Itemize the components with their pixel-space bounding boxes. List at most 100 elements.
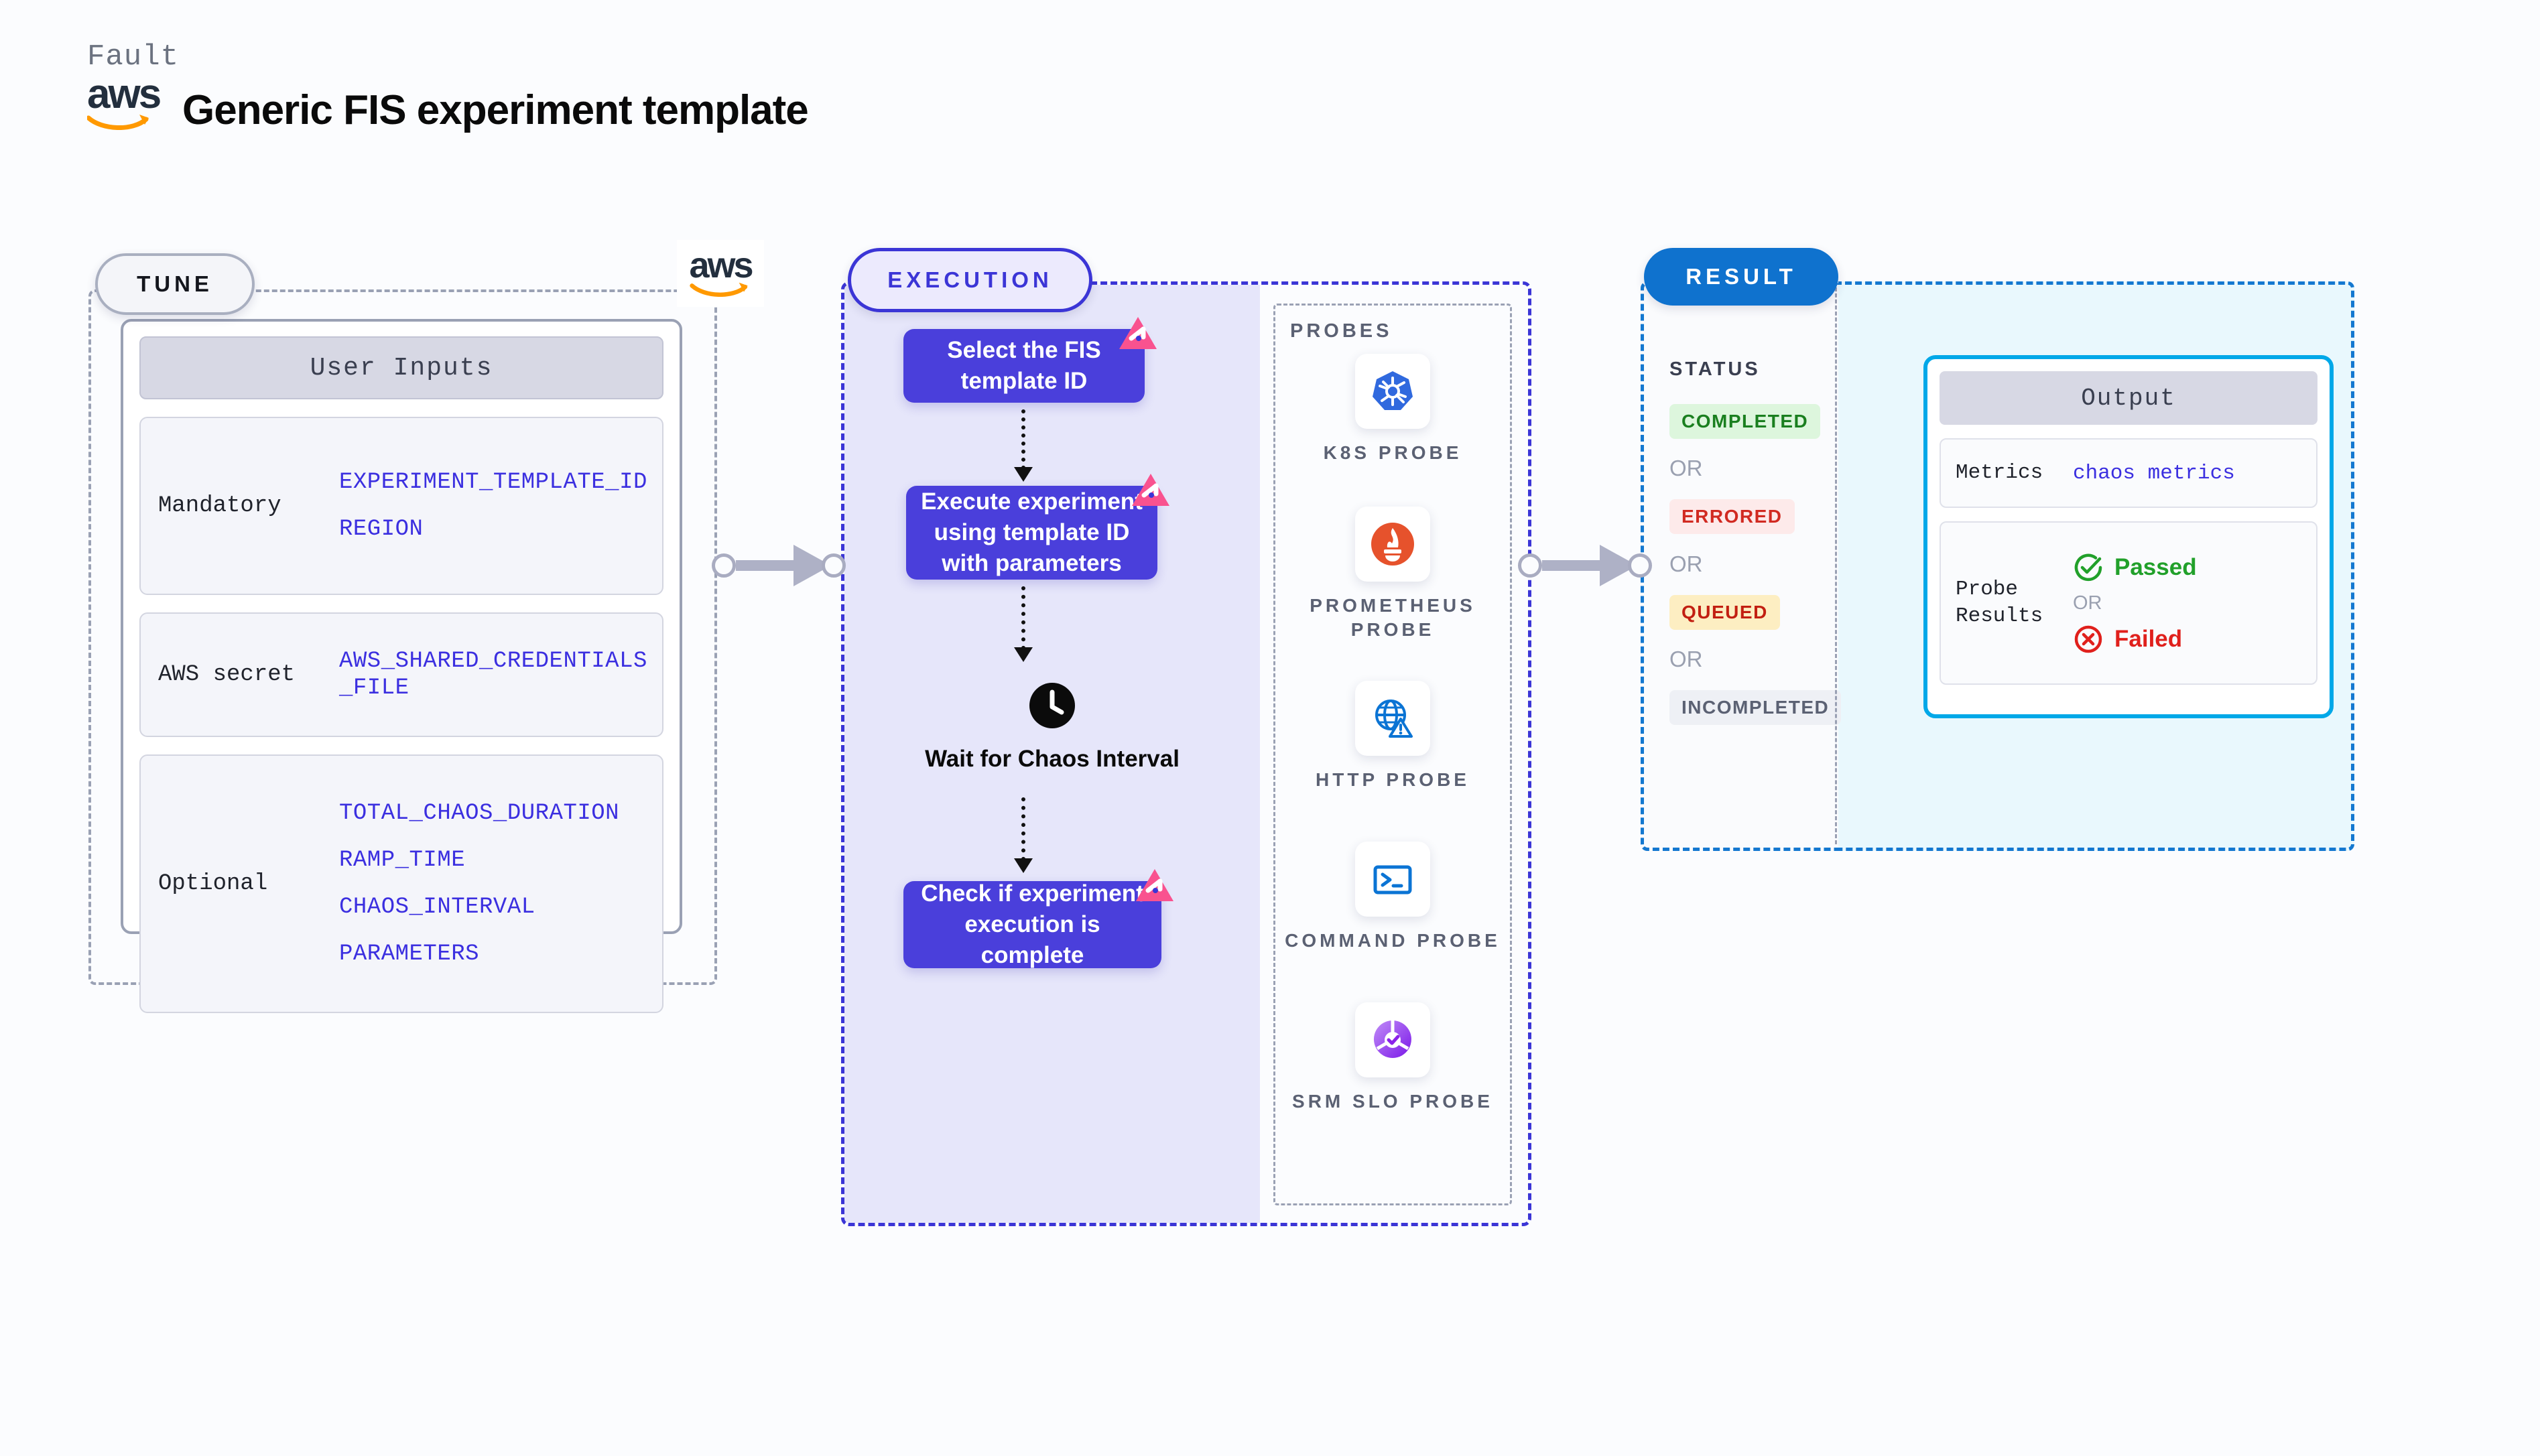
- probe-label: PROMETHEUS PROBE: [1310, 595, 1476, 640]
- input-group-label: Mandatory: [158, 493, 281, 519]
- flow-node-select-template[interactable]: Select the FIS template ID: [903, 317, 1157, 403]
- output-row-probe-results: Probe Results Passed OR Failed: [1940, 521, 2317, 685]
- execution-flow-background: [844, 285, 1260, 1223]
- connector-start-dot: [712, 553, 736, 578]
- flow-node-label: Select the FIS template ID: [947, 337, 1101, 394]
- aws-logo-icon: aws: [87, 74, 168, 131]
- input-group-label: AWS secret: [158, 662, 296, 687]
- kubernetes-icon: [1373, 371, 1413, 410]
- flow-node-execute-experiment[interactable]: Execute experiment using template ID wit…: [906, 474, 1169, 580]
- input-var: TOTAL_CHAOS_DURATION: [339, 801, 620, 826]
- status-or-3: OR: [1669, 647, 1703, 671]
- status-badge-label: QUEUED: [1681, 602, 1768, 622]
- output-metrics-value: chaos metrics: [2073, 461, 2235, 485]
- input-group-mandatory: Mandatory EXPERIMENT_TEMPLATE_ID REGION: [139, 417, 663, 595]
- user-inputs-title: User Inputs: [310, 353, 493, 383]
- aws-badge-smile-icon: [690, 282, 748, 297]
- chaos-badge-icon: [1136, 869, 1173, 901]
- input-var: PARAMETERS: [339, 941, 480, 967]
- probe-tile: [1355, 507, 1430, 582]
- status-badge-label: INCOMPLETED: [1681, 697, 1830, 718]
- connector-line: [1542, 560, 1600, 571]
- flow-arrow-3: [1021, 797, 1029, 861]
- page-title: Generic FIS experiment template: [182, 87, 809, 133]
- status-or-2: OR: [1669, 551, 1703, 576]
- status-badge-completed: COMPLETED: [1669, 404, 1821, 439]
- probe-item-command[interactable]: COMMAND PROBE: [1275, 842, 1510, 953]
- probe-label: SRM SLO PROBE: [1292, 1091, 1493, 1112]
- chaos-badge-icon: [1132, 474, 1169, 506]
- http-globe-icon: [1375, 700, 1413, 738]
- flow-arrow-1: [1021, 409, 1029, 470]
- srm-slo-icon: [1373, 1020, 1411, 1058]
- input-group-label: Optional: [158, 871, 268, 897]
- probe-item-http[interactable]: HTTP PROBE: [1275, 681, 1510, 792]
- probe-result-passed: Passed: [2073, 552, 2197, 583]
- flow-node-label: Check if experiment execution is complet…: [921, 880, 1144, 968]
- result-column-divider: [1835, 281, 1837, 844]
- execution-stage-label: EXECUTION: [887, 267, 1053, 292]
- flow-node-check-complete[interactable]: Check if experiment execution is complet…: [903, 869, 1173, 968]
- execution-stage-pill[interactable]: EXECUTION: [848, 248, 1092, 312]
- tune-stage-panel: User Inputs Mandatory EXPERIMENT_TEMPLAT…: [88, 289, 717, 1013]
- probe-label: K8S PROBE: [1323, 442, 1462, 463]
- output-row-metrics: Metrics chaos metrics: [1940, 438, 2317, 508]
- probe-tile: [1355, 1002, 1430, 1077]
- input-var: REGION: [339, 517, 424, 542]
- probe-tile: [1355, 354, 1430, 429]
- probe-result-failed: Failed: [2073, 624, 2197, 655]
- result-stage-pill[interactable]: RESULT: [1644, 248, 1838, 306]
- status-badge-incompleted: INCOMPLETED: [1669, 690, 1842, 725]
- tune-stage-label: TUNE: [137, 271, 213, 296]
- status-badge-label: COMPLETED: [1681, 411, 1809, 432]
- output-row-label: Metrics: [1956, 461, 2043, 484]
- status-badge-errored: ERRORED: [1669, 499, 1795, 534]
- input-var: CHAOS_INTERVAL: [339, 895, 535, 920]
- page-header: Fault aws Generic FIS experiment templat…: [87, 40, 809, 133]
- prometheus-icon: [1371, 523, 1414, 566]
- connector-start-dot: [1518, 553, 1542, 578]
- wait-step-label: Wait for Chaos Interval: [925, 746, 1180, 772]
- status-column-title: STATUS: [1669, 358, 1761, 380]
- connector-execution-to-result: [1518, 545, 1652, 586]
- flow-arrow-2: [1021, 586, 1029, 650]
- chaos-badge-icon: [1119, 317, 1157, 349]
- status-badge-queued: QUEUED: [1669, 595, 1780, 630]
- x-circle-icon: [2074, 625, 2102, 653]
- flow-node-wait-chaos-interval: Wait for Chaos Interval: [844, 680, 1260, 775]
- probe-item-k8s[interactable]: K8S PROBE: [1275, 354, 1510, 465]
- output-card-title: Output: [2081, 384, 2176, 412]
- probe-tile: [1355, 842, 1430, 917]
- clock-icon: [1029, 683, 1075, 728]
- probe-label: COMMAND PROBE: [1285, 930, 1501, 951]
- probes-title: PROBES: [1290, 320, 1393, 342]
- input-var: RAMP_TIME: [339, 848, 466, 873]
- aws-badge-wordmark: aws: [689, 245, 753, 285]
- result-stage-label: RESULT: [1686, 264, 1797, 289]
- probe-result-passed-label: Passed: [2114, 553, 2197, 580]
- flow-arrow-head-3: [1014, 858, 1033, 873]
- check-circle-icon: [2074, 553, 2102, 581]
- output-card: Output Metrics chaos metrics Probe Resul…: [1923, 355, 2334, 718]
- probe-item-prometheus[interactable]: PROMETHEUS PROBE: [1275, 507, 1510, 642]
- input-var: EXPERIMENT_TEMPLATE_ID: [339, 470, 647, 495]
- execution-stage-panel: Select the FIS template ID Execute exper…: [841, 281, 1531, 1226]
- output-row-label: Probe Results: [1956, 578, 2043, 628]
- user-inputs-header: User Inputs: [139, 336, 663, 399]
- connector-tune-to-execution: [712, 545, 846, 586]
- probe-result-failed-label: Failed: [2114, 625, 2183, 652]
- input-var: AWS_SHARED_CREDENTIALS_FILE: [339, 649, 647, 701]
- probes-column: PROBES K8S PROBE: [1273, 304, 1512, 1205]
- status-or-1: OR: [1669, 456, 1703, 480]
- output-card-header: Output: [1940, 371, 2317, 425]
- execution-flow: Select the FIS template ID Execute exper…: [844, 285, 1260, 1223]
- probe-result-or: OR: [2073, 592, 2102, 614]
- flow-arrow-head-2: [1014, 647, 1033, 662]
- status-badge-label: ERRORED: [1681, 506, 1783, 527]
- probe-tile: [1355, 681, 1430, 756]
- tune-stage-pill[interactable]: TUNE: [95, 253, 255, 315]
- probe-item-srm-slo[interactable]: SRM SLO PROBE: [1275, 1002, 1510, 1114]
- terminal-icon: [1373, 865, 1412, 895]
- input-group-optional: Optional TOTAL_CHAOS_DURATION RAMP_TIME …: [139, 754, 663, 1013]
- connector-line: [736, 560, 793, 571]
